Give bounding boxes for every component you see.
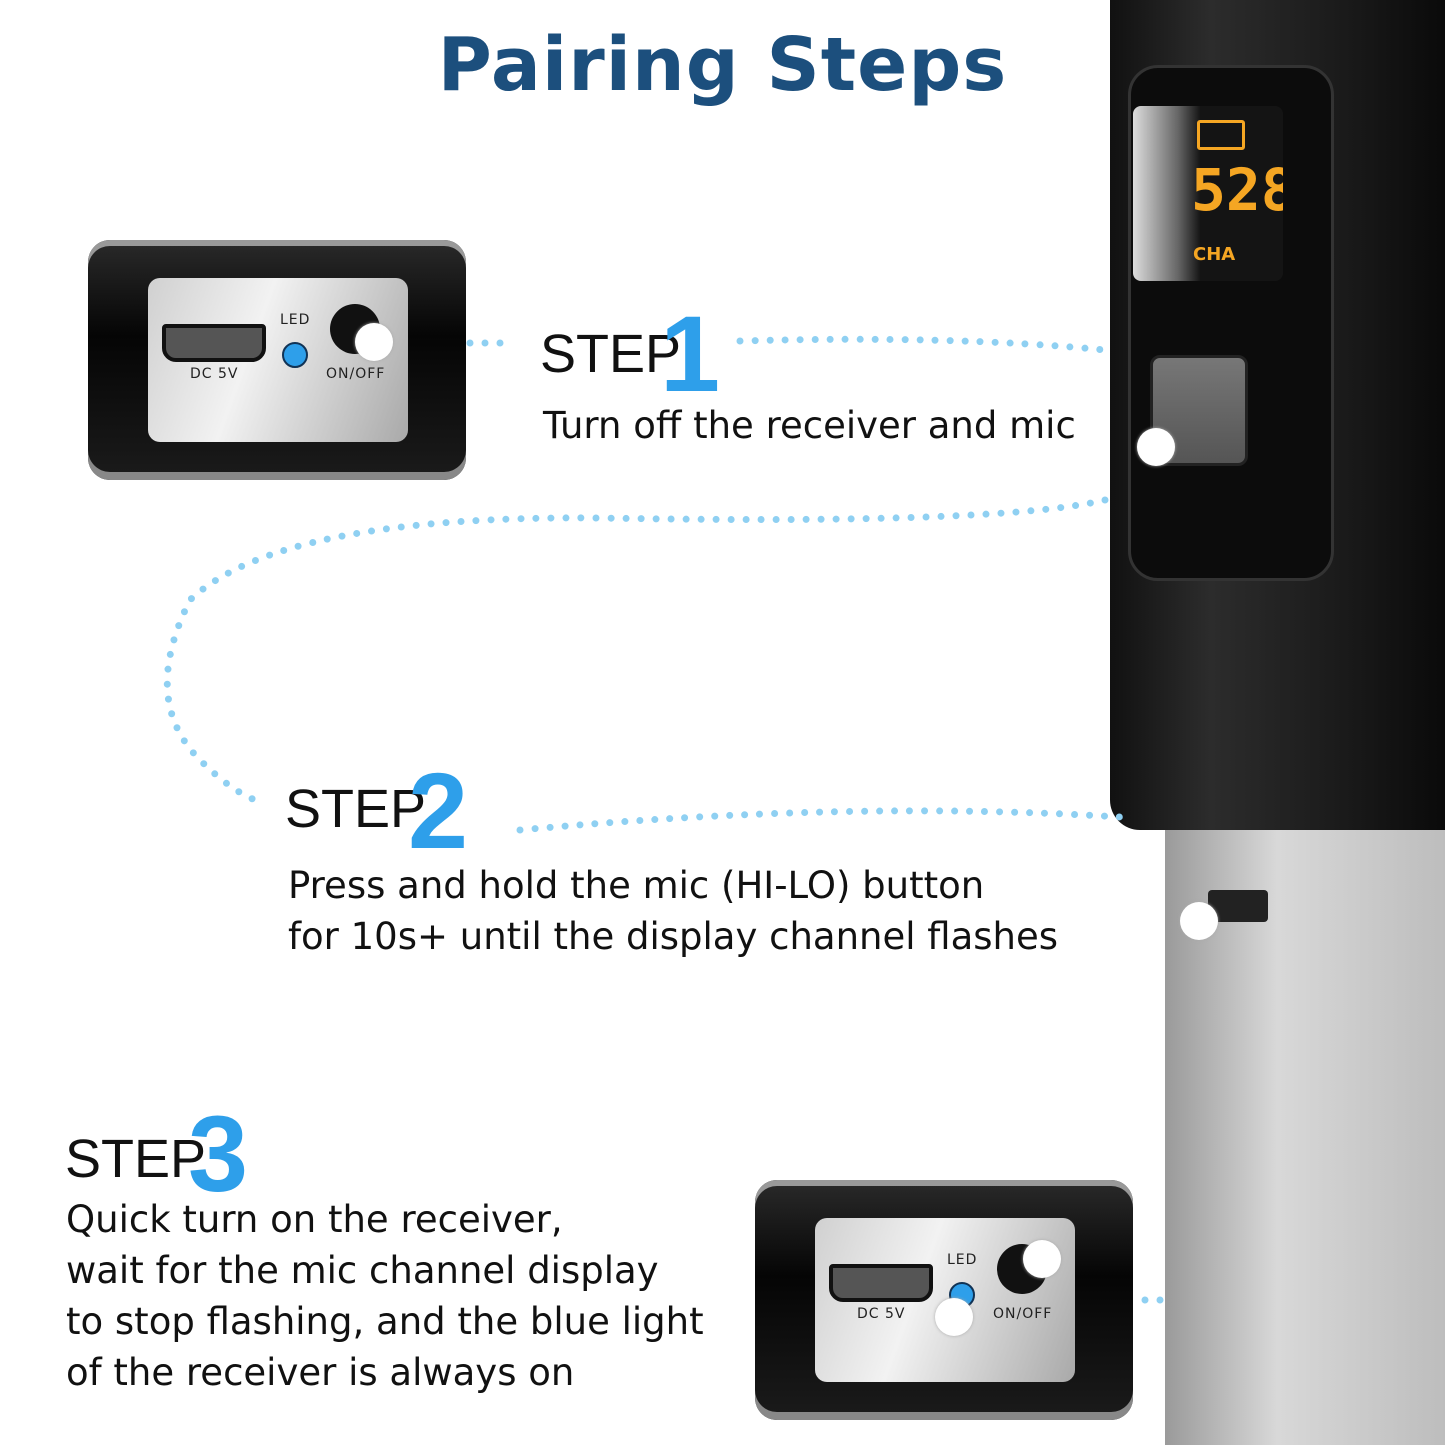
battery-icon [1197,120,1245,150]
port-label: DC 5V [190,366,239,382]
channel-value: 528 [1191,156,1283,224]
step3-line: wait for the mic channel display [66,1249,659,1292]
connector-2b [516,807,1124,834]
hi-lo-button [1208,890,1268,922]
step3-description: Quick turn on the receiver, wait for the… [66,1194,704,1398]
hdmi-port-icon [162,324,266,362]
led-label: LED [947,1252,978,1268]
mic-display: 528 CHA [1133,106,1283,281]
hdmi-port-icon [829,1264,933,1302]
step2-line: for 10s+ until the display channel flash… [288,915,1059,958]
step3-number: 3 [188,1093,249,1214]
receiver-step1: DC 5V LED ON/OFF [88,240,466,480]
switch-label: ON/OFF [993,1306,1053,1322]
led-label: LED [280,312,311,328]
channel-label: CHA [1193,244,1236,265]
step3-line: to stop flashing, and the blue light [66,1300,704,1343]
step3-line: Quick turn on the receiver, [66,1198,563,1241]
step2-description: Press and hold the mic (HI-LO) button fo… [288,860,1058,962]
receiver-step3: DC 5V LED ON/OFF [755,1180,1133,1420]
connector-1b [736,335,1109,354]
port-label: DC 5V [857,1306,906,1322]
led-indicator [282,342,308,368]
highlight-dot [1137,428,1175,466]
switch-label: ON/OFF [326,366,386,382]
step3-label: STEP [65,1129,207,1189]
highlight-dot [1180,902,1218,940]
step2-number: 2 [408,750,469,871]
highlight-dot [935,1298,973,1336]
step1-description: Turn off the receiver and mic [543,404,1076,447]
connector-2a [163,496,1109,804]
highlight-dot [1023,1240,1061,1278]
step3-line: of the receiver is always on [66,1351,575,1394]
step2-label: STEP [285,779,427,839]
highlight-dot [355,323,393,361]
step1-number: 1 [660,293,721,414]
step1-label: STEP [540,324,682,384]
page-title: Pairing Steps [437,22,1008,108]
step2-line: Press and hold the mic (HI-LO) button [288,864,985,907]
